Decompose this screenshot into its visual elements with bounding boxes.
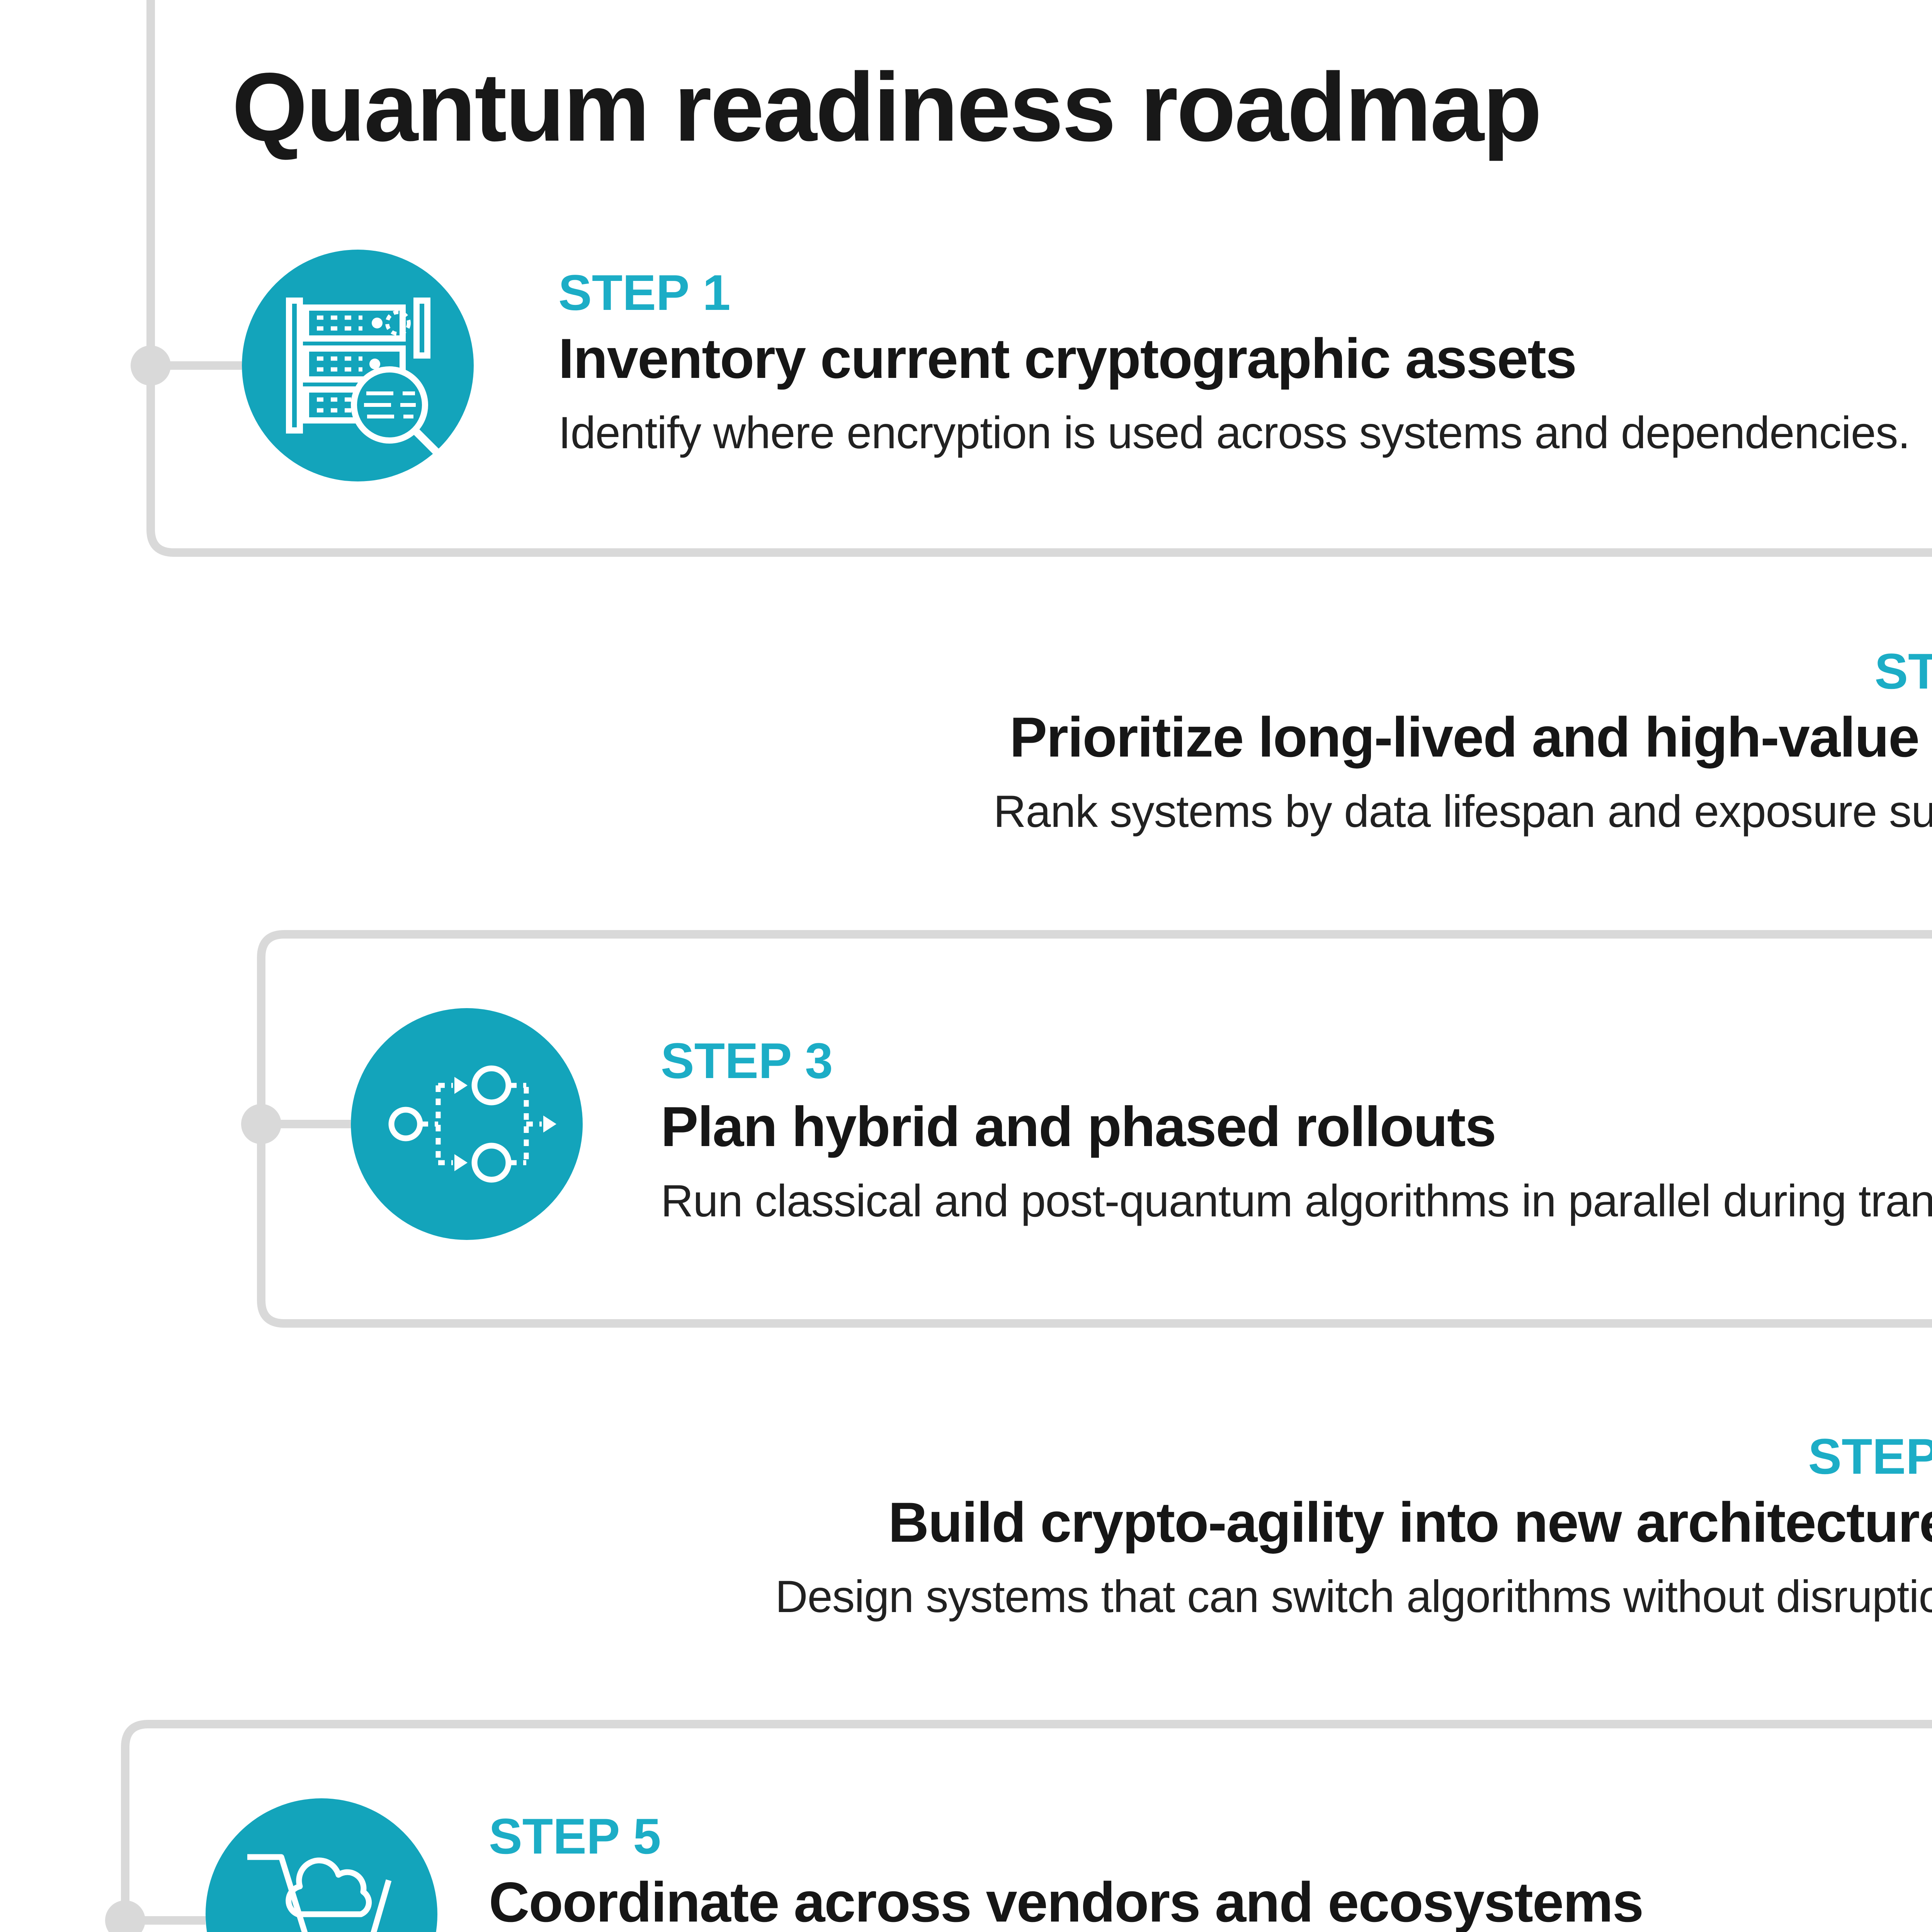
step2-label: STEP 2: [1874, 643, 1932, 699]
step3-description: Run classical and post-quantum algorithm…: [661, 1175, 1932, 1226]
cart-cloud-icon: [247, 1854, 392, 1932]
step2-title: Prioritize long-lived and high-value dat…: [1009, 706, 1932, 769]
step1-circle: [242, 250, 474, 481]
step3-title: Plan hybrid and phased rollouts: [661, 1095, 1497, 1158]
step1-label: STEP 1: [558, 264, 731, 321]
step5-circle: [206, 1798, 437, 1932]
step4-description: Design systems that can switch algorithm…: [775, 1571, 1932, 1622]
step1-title: Inventory current cryptographic assets: [558, 327, 1577, 390]
server-search-icon: [286, 298, 440, 455]
step4-label: STEP 4: [1808, 1428, 1932, 1485]
step5-label: STEP 5: [489, 1808, 661, 1864]
step1-description: Identify where encryption is used across…: [558, 407, 1910, 458]
step5-title: Coordinate across vendors and ecosystems: [489, 1871, 1644, 1932]
page-title: Quantum readiness roadmap: [232, 53, 1542, 162]
step3-label: STEP 3: [661, 1032, 833, 1089]
roadmap-snake-path: [121, 0, 1932, 1932]
step-block-4: STEP 4 Build crypto-agility into new arc…: [775, 1426, 1932, 1629]
step-block-1: STEP 1 Inventory current cryptographic a…: [558, 262, 1910, 466]
parallel-flow-icon: [388, 1065, 556, 1183]
path-node-dots: [105, 345, 281, 1932]
step-block-3: STEP 3 Plan hybrid and phased rollouts R…: [661, 1031, 1932, 1234]
step2-description: Rank systems by data lifespan and exposu…: [993, 786, 1932, 837]
step-block-2: STEP 2 Prioritize long-lived and high-va…: [993, 641, 1932, 844]
step3-circle: [351, 1008, 583, 1240]
step-block-5: STEP 5 Coordinate across vendors and eco…: [489, 1806, 1644, 1932]
step4-title: Build crypto-agility into new architectu…: [888, 1491, 1932, 1554]
